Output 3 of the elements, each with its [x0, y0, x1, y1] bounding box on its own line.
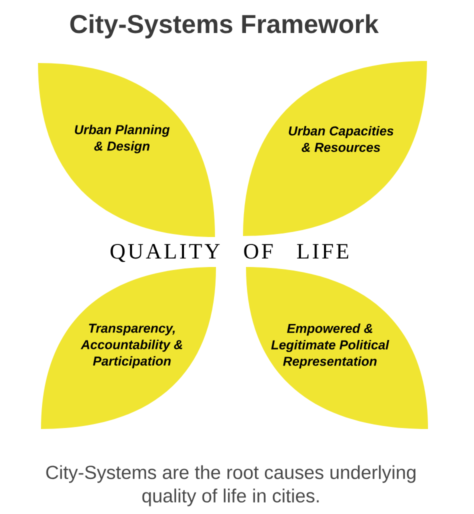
title: City-Systems Framework	[70, 14, 379, 38]
caption: City-Systems are the root causes underlying quality of life in cities.	[46, 465, 416, 506]
center-label: QUALITY OF LIFE	[110, 244, 348, 262]
